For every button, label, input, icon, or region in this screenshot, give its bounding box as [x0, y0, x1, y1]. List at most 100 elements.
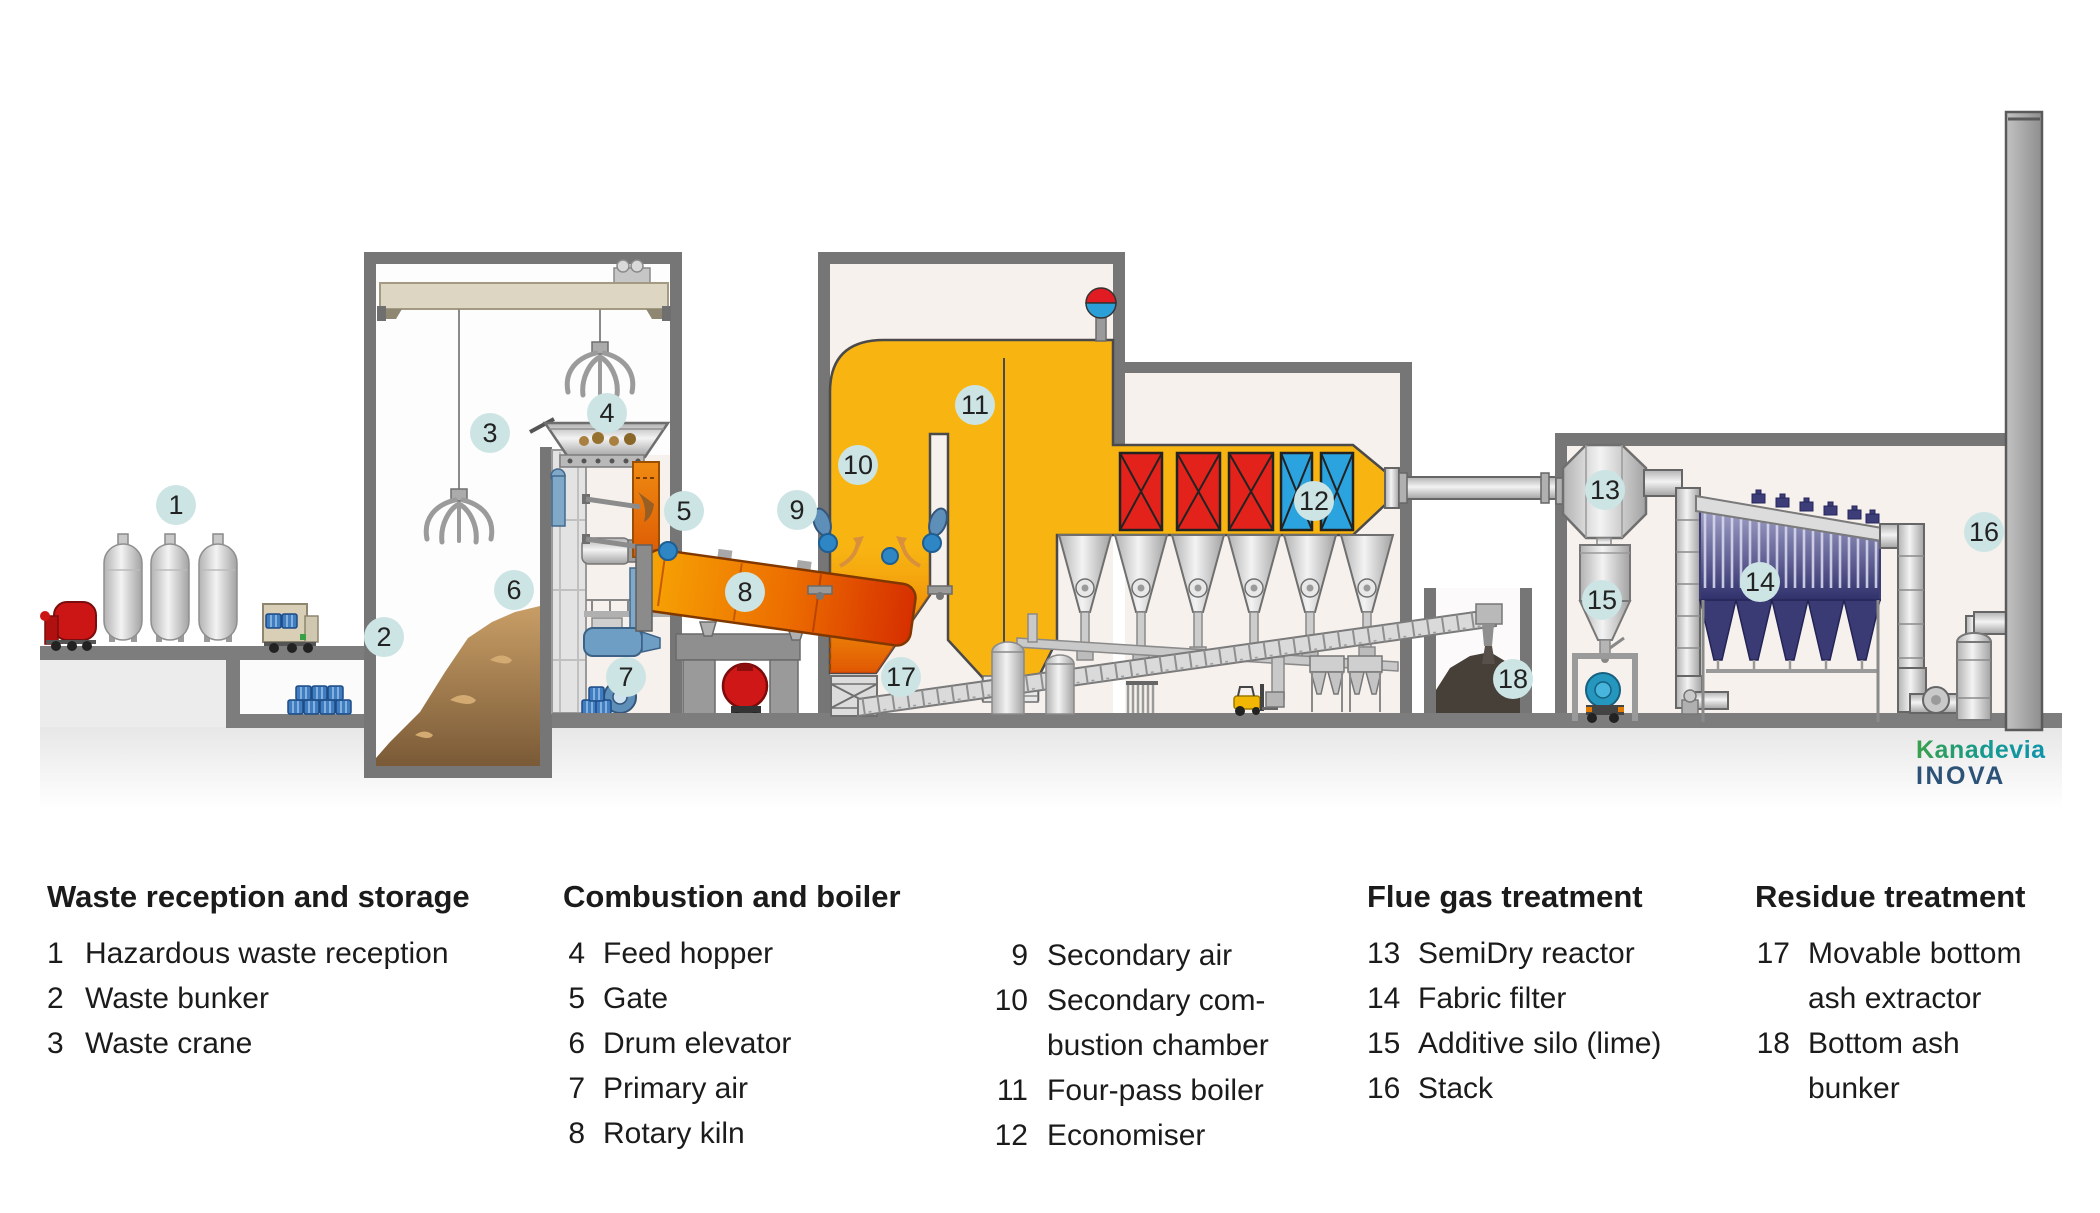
marker-2-number: 2 — [376, 622, 391, 652]
marker-10: 10 — [838, 445, 878, 485]
legend-title: Combustion and boiler — [563, 879, 901, 914]
brand-logo-line2: INOVA — [1916, 762, 2006, 790]
marker-8-number: 8 — [737, 577, 752, 607]
kiln-burner-port — [658, 541, 678, 561]
marker-1-number: 1 — [168, 490, 183, 520]
marker-5-number: 5 — [676, 496, 691, 526]
secondary-air-right — [896, 507, 953, 600]
legend-title: Residue treatment — [1755, 879, 2026, 914]
brand-logo: Kanadevia INOVA — [1916, 738, 2046, 789]
boiler-heat-exchanger-blocks — [1118, 451, 1355, 532]
marker-18: 18 — [1493, 659, 1533, 699]
ground-band — [40, 727, 2062, 809]
reactor-downduct — [1643, 469, 1729, 710]
kiln-foundation — [675, 621, 806, 717]
marker-16-number: 16 — [1969, 517, 1999, 547]
marker-3-number: 3 — [482, 418, 497, 448]
ground-floor-slab — [552, 713, 2062, 728]
marker-14-number: 14 — [1745, 567, 1775, 597]
marker-9: 9 — [777, 490, 817, 530]
marker-18-number: 18 — [1498, 664, 1528, 694]
marker-12: 12 — [1294, 481, 1334, 521]
stored-barrels — [287, 685, 352, 715]
marker-4: 4 — [587, 393, 627, 433]
legend-title: Flue gas treatment — [1367, 879, 1643, 914]
drum-elevator — [550, 449, 587, 714]
filter-outlet-duct — [1879, 523, 1961, 714]
marker-17: 17 — [881, 657, 921, 697]
waste-pile — [376, 606, 540, 766]
forklift — [1233, 684, 1285, 716]
marker-4-number: 4 — [599, 398, 614, 428]
barrel-truck — [262, 603, 319, 653]
rotary-kiln — [639, 548, 917, 647]
marker-2: 2 — [364, 617, 404, 657]
marker-8: 8 — [725, 572, 765, 612]
marker-6: 6 — [494, 570, 534, 610]
flue-gas-duct — [1384, 467, 1564, 509]
marker-11-number: 11 — [961, 390, 989, 420]
earth-under-platform — [40, 660, 226, 728]
marker-12-number: 12 — [1299, 486, 1329, 516]
marker-9-number: 9 — [789, 495, 804, 525]
silencer — [1956, 611, 2009, 721]
marker-11: 11 — [955, 385, 995, 425]
callout-markers: 1 2 3 4 5 6 7 8 9 10 11 12 13 14 15 16 1… — [156, 385, 2004, 699]
marker-10-number: 10 — [843, 450, 873, 480]
pipe-rack — [1126, 681, 1158, 713]
secondary-air-left — [807, 507, 864, 600]
marker-3: 3 — [470, 413, 510, 453]
marker-13: 13 — [1585, 470, 1625, 510]
steam-drum-indicator — [1085, 287, 1117, 342]
feed-chute-gate — [582, 461, 660, 558]
silo-truck — [1585, 672, 1624, 723]
tanker-truck — [40, 601, 97, 651]
waste-storage-tanks — [103, 533, 238, 643]
marker-7: 7 — [606, 657, 646, 697]
kiln-head-plate — [635, 544, 653, 632]
marker-13-number: 13 — [1590, 475, 1620, 505]
marker-15: 15 — [1582, 580, 1622, 620]
marker-17-number: 17 — [886, 662, 916, 692]
brand-logo-line1: Kanadevia — [1916, 736, 2046, 764]
legend-title: Waste reception and storage — [47, 879, 470, 914]
stack — [2004, 110, 2044, 732]
kiln-outlet-port — [881, 547, 899, 565]
small-twin-hoppers — [1309, 655, 1383, 712]
feed-hopper — [529, 417, 671, 468]
marker-7-number: 7 — [618, 662, 633, 692]
floor-vessels — [991, 641, 1075, 715]
marker-16: 16 — [1964, 512, 2004, 552]
waste-crane — [377, 259, 671, 542]
marker-15-number: 15 — [1587, 585, 1617, 615]
marker-14: 14 — [1740, 562, 1780, 602]
marker-6-number: 6 — [506, 575, 521, 605]
marker-1: 1 — [156, 485, 196, 525]
filter-bag-caps — [1751, 489, 1880, 524]
